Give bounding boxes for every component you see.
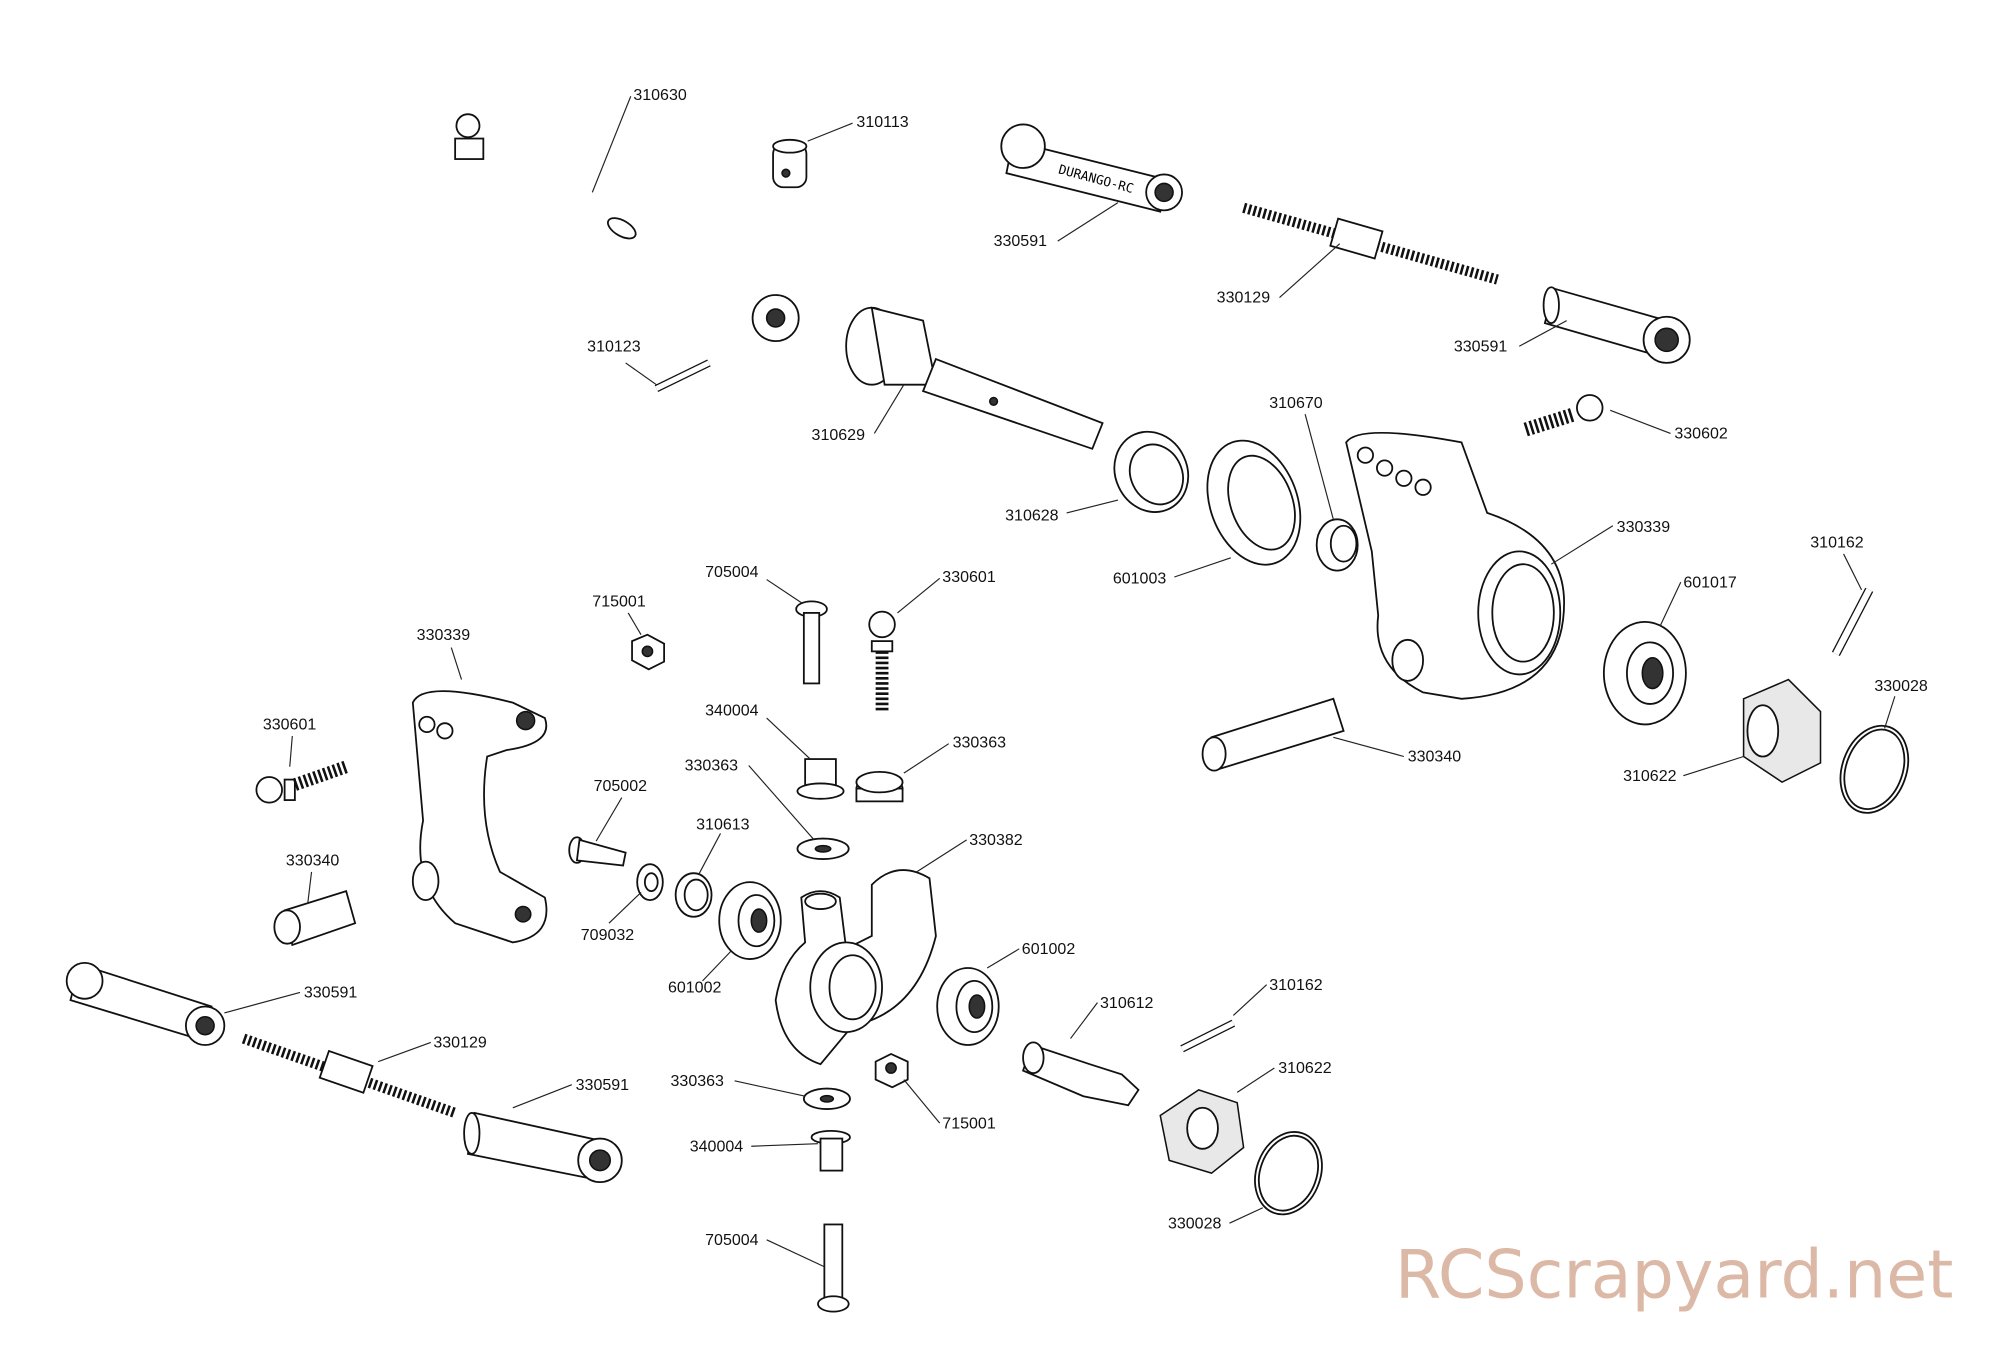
part-label: 705004	[705, 563, 759, 581]
part-bearing-601003	[1206, 439, 1302, 566]
part-label: 705004	[705, 1231, 759, 1249]
part-label: 330601	[263, 716, 317, 734]
part-washer-709032	[636, 863, 664, 901]
part-bearing-spacer-310628	[1113, 430, 1190, 513]
part-ball-stud-330602	[1523, 394, 1604, 437]
part-axle-310612	[1021, 1041, 1140, 1107]
part-label: 310628	[1005, 507, 1059, 525]
part-label: 330591	[576, 1076, 630, 1094]
part-bearing-601002-left	[718, 881, 782, 960]
part-rod-end-330591-left	[65, 962, 226, 1046]
part-label: 330340	[286, 851, 340, 869]
part-label: 310162	[1269, 976, 1323, 994]
part-label: 330363	[671, 1072, 725, 1090]
part-label: 330602	[1674, 425, 1728, 443]
part-label: 330028	[1168, 1214, 1222, 1232]
part-rod-end-330591-right	[1542, 286, 1691, 364]
part-label: 330339	[1617, 518, 1671, 536]
part-pin-310123	[654, 359, 711, 393]
part-pin-310162-right	[1831, 587, 1874, 657]
part-washer-330363-a	[855, 770, 904, 803]
part-bushing-310613	[674, 872, 713, 918]
part-hex-hub-310622-left	[1159, 1088, 1245, 1175]
part-label: 330601	[942, 568, 996, 586]
part-label: 310162	[1810, 534, 1864, 552]
part-label: 601017	[1683, 573, 1737, 591]
part-label: 330382	[969, 831, 1023, 849]
part-rod-end-330591-top: DURANGO-RC	[1000, 123, 1183, 213]
part-washer-330363-b	[796, 837, 850, 860]
part-steering-block-330339-right	[1345, 431, 1566, 700]
watermark: RCScrapyard.net	[1395, 1236, 1953, 1314]
part-label: 310622	[1623, 767, 1677, 785]
part-nut-715001-bottom	[874, 1052, 909, 1089]
part-labels: 310630 310113 330591 330129 310123 33059…	[263, 86, 1928, 1249]
part-driveshaft-310630	[454, 113, 800, 343]
part-label: 310612	[1100, 994, 1154, 1012]
part-label: 715001	[592, 593, 646, 611]
part-bearing-601002-right	[936, 967, 1000, 1046]
part-turnbuckle-330129-top	[1242, 202, 1499, 285]
part-steering-block-330339-left	[411, 690, 548, 944]
part-label: 330129	[1217, 289, 1271, 307]
part-knuckle-330382	[774, 869, 937, 1066]
part-oring-330028-left	[1254, 1131, 1323, 1216]
part-label: 601002	[1022, 940, 1076, 958]
part-label: 709032	[581, 926, 635, 944]
part-label: 330363	[685, 757, 739, 775]
part-bushing-310670	[1315, 518, 1359, 572]
part-screw-705004-bottom	[817, 1223, 850, 1313]
part-pin-330340-left	[273, 889, 357, 947]
part-axle-310629	[845, 306, 1104, 450]
part-label: 330591	[1454, 337, 1508, 355]
part-label: 330363	[953, 734, 1007, 752]
part-ball-stud-330601-center	[868, 610, 896, 712]
part-label: 330340	[1408, 748, 1462, 766]
part-label: 310629	[812, 426, 866, 444]
part-label: 330129	[433, 1034, 487, 1052]
part-screw-705002	[568, 836, 627, 867]
part-washer-330363-c	[802, 1087, 851, 1110]
part-label: 310113	[856, 113, 908, 131]
part-label: 310123	[587, 337, 641, 355]
part-label: 601002	[668, 978, 722, 996]
part-label: 310670	[1269, 394, 1323, 412]
part-label: 601003	[1113, 569, 1167, 587]
part-pin-310162-left	[1180, 1019, 1236, 1053]
part-pin-310113	[772, 138, 808, 189]
part-bushing-340004-bottom	[810, 1129, 851, 1172]
part-label: 340004	[705, 701, 759, 719]
part-label: 340004	[690, 1137, 744, 1155]
part-bushing-340004-top	[796, 758, 845, 800]
part-label: 330591	[994, 232, 1048, 250]
part-label: 310613	[696, 816, 750, 834]
part-label: 330028	[1874, 677, 1928, 695]
part-label: 330339	[417, 626, 471, 644]
part-oring-330028-right	[1839, 724, 1910, 814]
leader-lines	[224, 96, 1896, 1268]
part-pin-330340-right	[1201, 697, 1345, 772]
part-label: 330591	[304, 984, 358, 1002]
part-label: 705002	[594, 777, 648, 795]
part-label: 715001	[942, 1114, 996, 1132]
part-ball-stud-330601-left	[255, 760, 349, 804]
part-nut-715001-top	[631, 633, 666, 671]
part-rod-end-330591-bottom	[463, 1111, 623, 1184]
part-hex-hub-310622-right	[1742, 678, 1822, 784]
part-label: 310630	[633, 86, 687, 104]
part-bearing-601017	[1602, 620, 1687, 726]
part-turnbuckle-330129-bottom	[241, 1033, 457, 1118]
part-screw-705004-top	[795, 600, 828, 685]
part-label: 310622	[1278, 1059, 1332, 1077]
